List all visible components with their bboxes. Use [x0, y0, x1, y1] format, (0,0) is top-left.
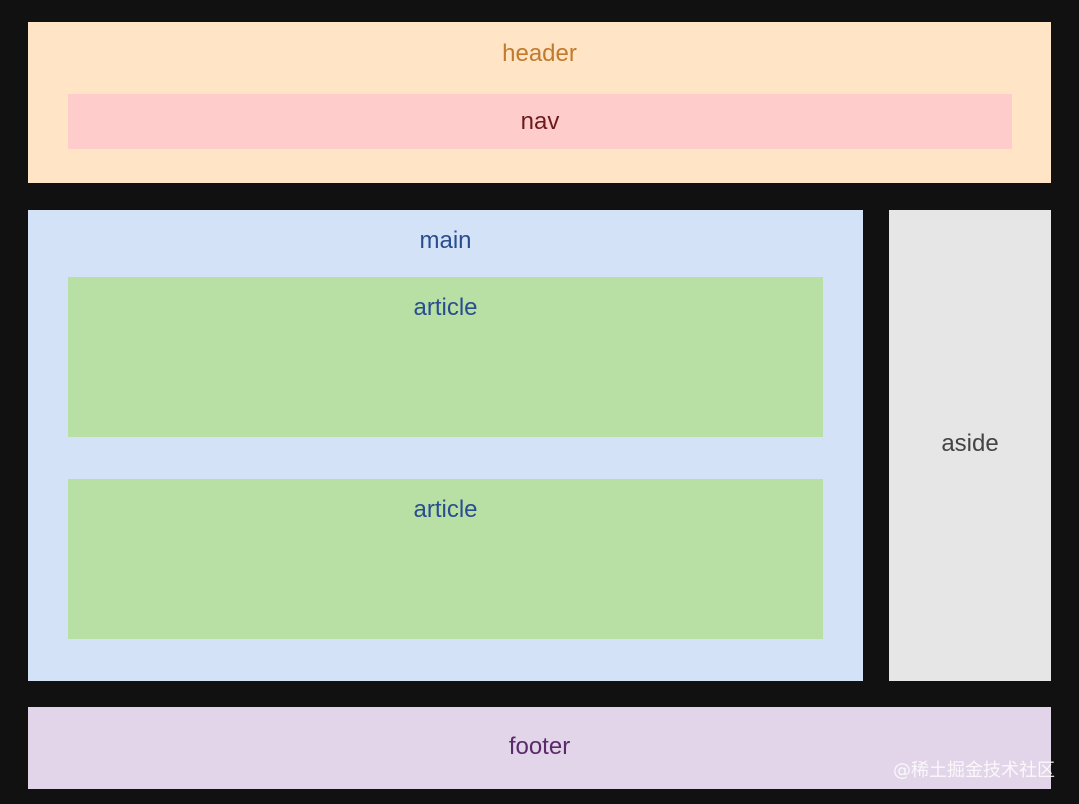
- footer-block: footer: [28, 707, 1051, 789]
- nav-block: nav: [68, 94, 1012, 149]
- main-label: main: [419, 227, 472, 254]
- aside-block: aside: [889, 210, 1051, 681]
- article-label: article: [413, 496, 478, 523]
- article-block: article: [68, 277, 823, 437]
- header-label: header: [502, 40, 577, 67]
- watermark-text: @稀土掘金技术社区: [893, 760, 1055, 781]
- footer-label: footer: [508, 733, 571, 760]
- main-block: main article article: [28, 210, 863, 681]
- aside-label: aside: [941, 430, 999, 457]
- nav-label: nav: [520, 108, 560, 135]
- article-block: article: [68, 479, 823, 639]
- header-block: header nav: [28, 22, 1051, 183]
- article-label: article: [413, 294, 478, 321]
